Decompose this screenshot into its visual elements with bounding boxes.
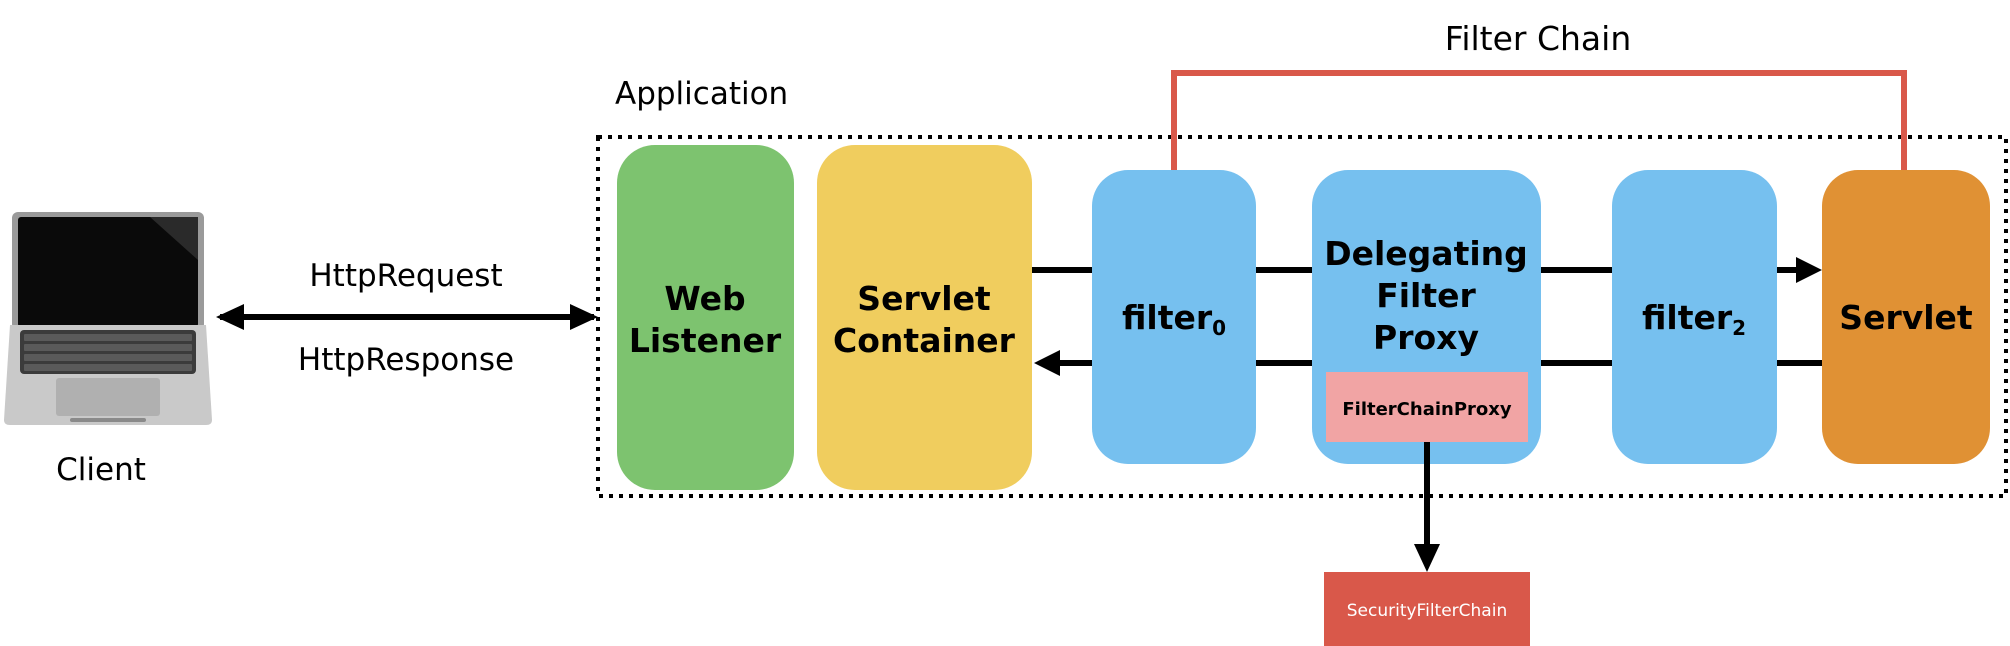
- filter0-subscript: 0: [1212, 316, 1226, 340]
- http-response-label: HttpResponse: [298, 342, 514, 378]
- filter-chain-bracket: [1171, 70, 1907, 170]
- filter0-box[interactable]: filter0: [1092, 170, 1256, 464]
- arrowhead-right: [570, 304, 598, 330]
- filter2-box[interactable]: filter2: [1612, 170, 1777, 464]
- filter0-name: filter: [1122, 298, 1213, 337]
- security-arrowhead: [1414, 544, 1440, 572]
- servlet-box[interactable]: Servlet: [1822, 170, 1990, 464]
- arrowhead-left: [216, 304, 244, 330]
- filter0-label: filter0: [1122, 298, 1226, 340]
- web-listener-label-line2: Listener: [629, 321, 782, 360]
- security-filter-chain-box[interactable]: SecurityFilterChain: [1324, 572, 1530, 646]
- forward-arrowhead: [1796, 257, 1822, 283]
- return-arrowhead: [1034, 350, 1060, 376]
- application-label: Application: [615, 76, 788, 112]
- client-label: Client: [56, 452, 146, 488]
- servlet-label: Servlet: [1839, 298, 1973, 337]
- servlet-container-label-line1: Servlet: [857, 279, 991, 318]
- filter-chain-proxy-box[interactable]: FilterChainProxy: [1326, 372, 1528, 442]
- filter2-subscript: 2: [1732, 316, 1746, 340]
- web-listener-label-line1: Web: [664, 279, 745, 318]
- filter-chain-proxy-label: FilterChainProxy: [1342, 399, 1512, 420]
- dfp-label-line2: Filter: [1376, 276, 1476, 315]
- filter2-label: filter2: [1642, 298, 1746, 340]
- servlet-container-box[interactable]: Servlet Container: [817, 145, 1032, 490]
- laptop-icon: [4, 212, 212, 425]
- http-request-label: HttpRequest: [309, 258, 502, 294]
- servlet-container-label-line2: Container: [833, 321, 1016, 360]
- application-boundary: [596, 135, 2008, 498]
- filter-chain-title: Filter Chain: [1445, 19, 1631, 58]
- filter2-name: filter: [1642, 298, 1733, 337]
- web-listener-box[interactable]: Web Listener: [617, 145, 794, 490]
- security-filter-chain-label: SecurityFilterChain: [1347, 601, 1507, 621]
- dfp-label-line1: Delegating: [1324, 234, 1528, 273]
- dfp-label-line3: Proxy: [1373, 318, 1479, 357]
